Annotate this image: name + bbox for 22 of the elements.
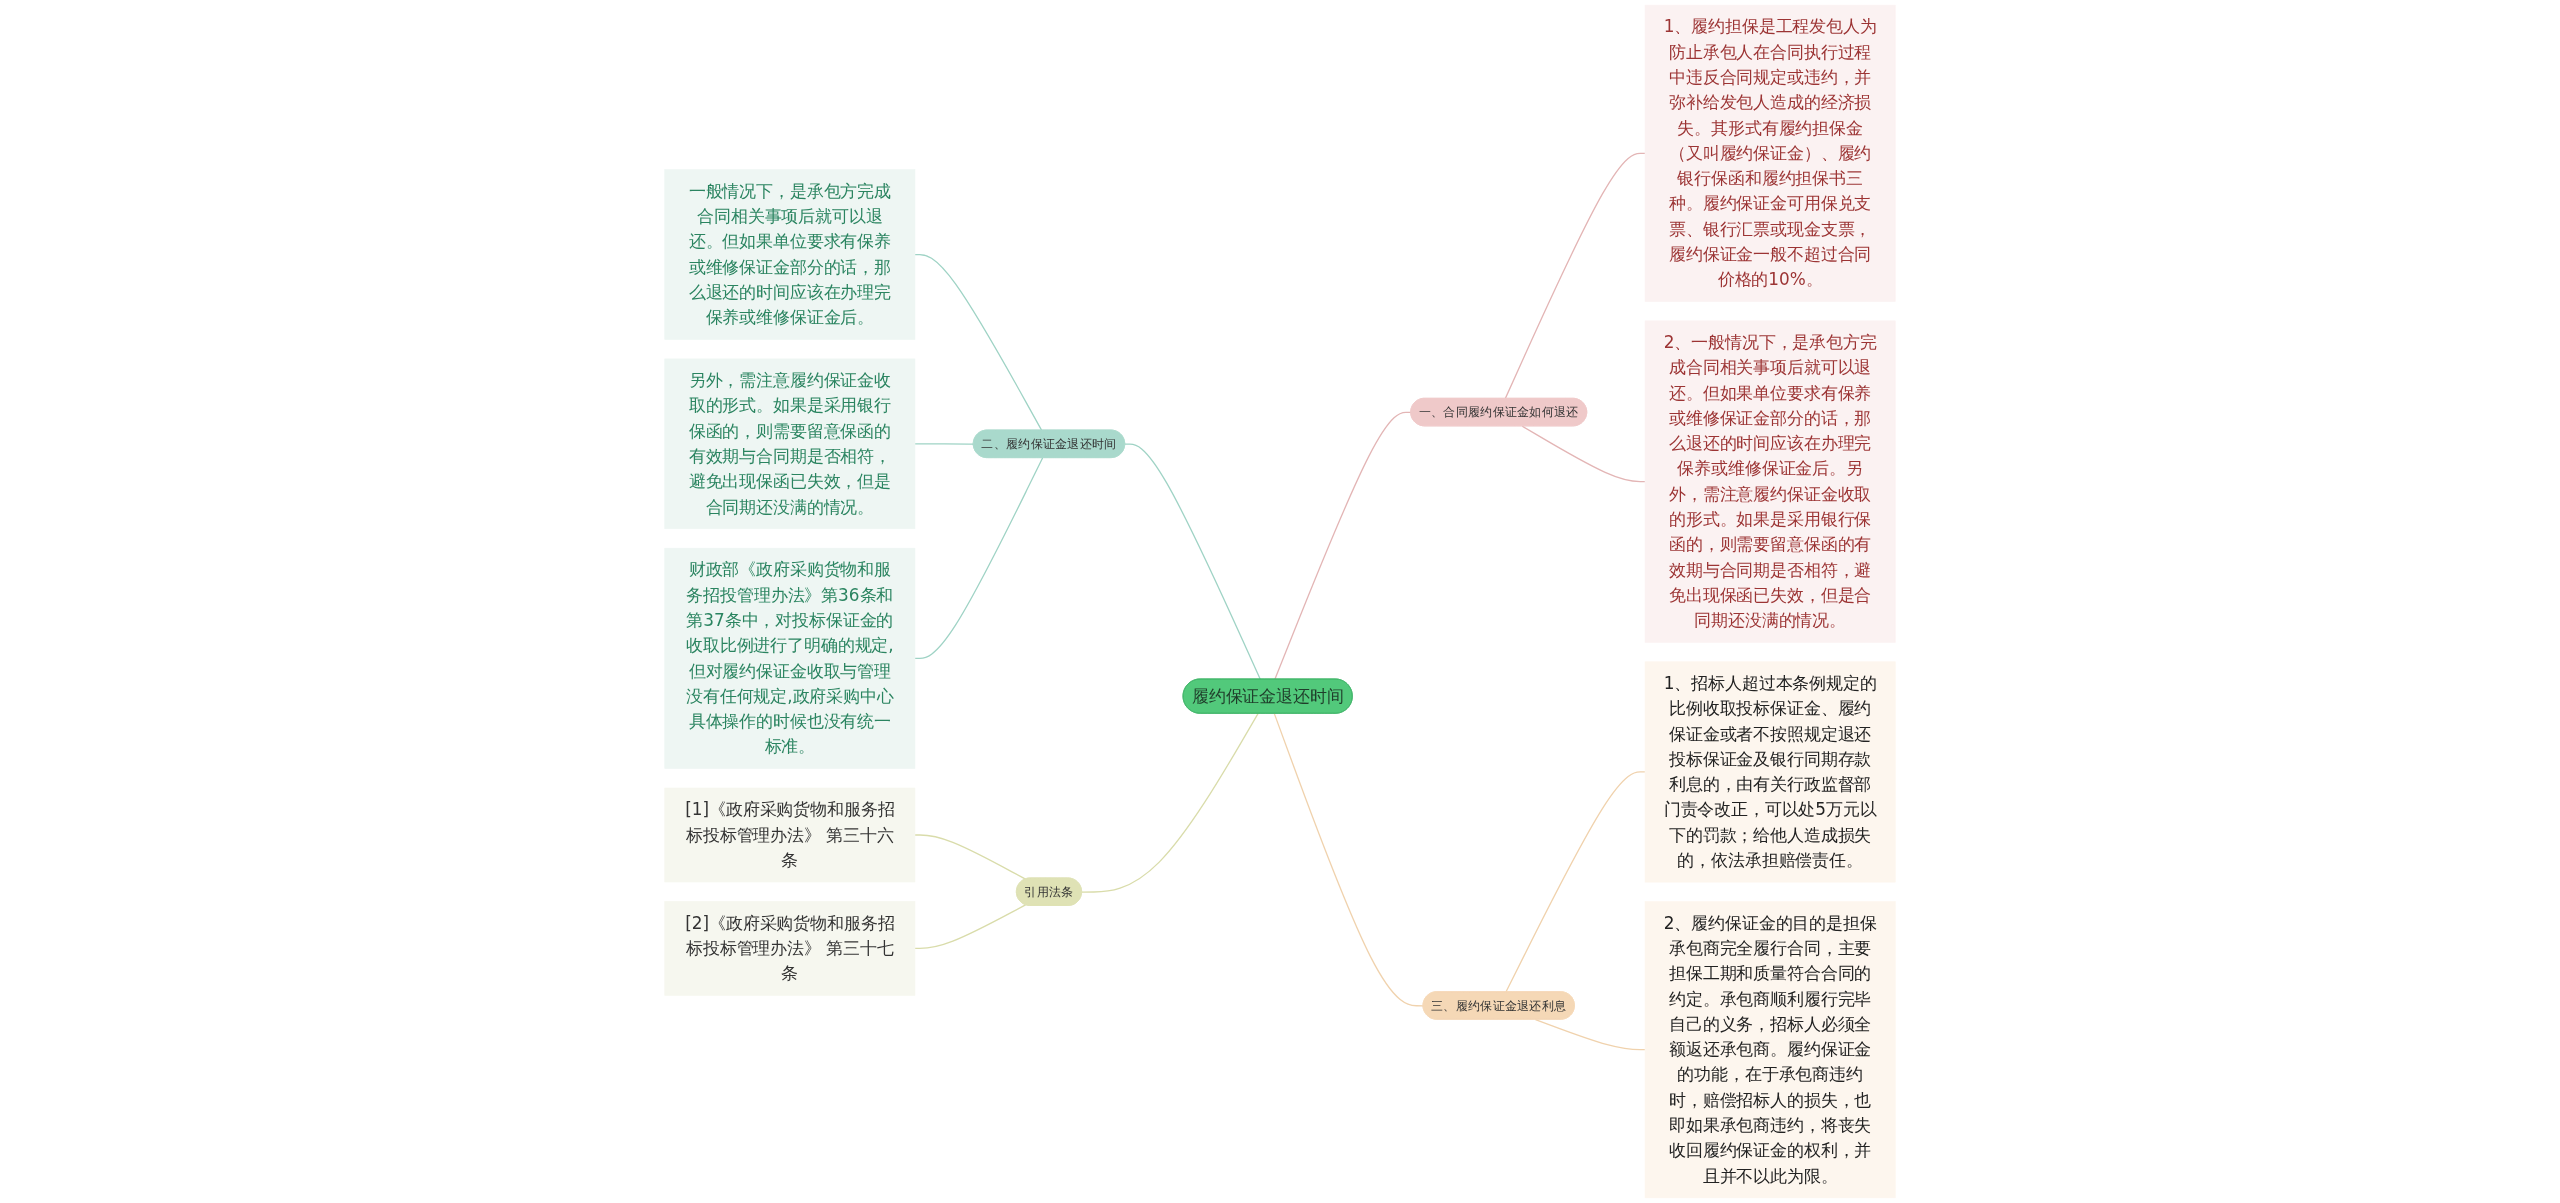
connector	[914, 443, 975, 445]
connector	[914, 253, 1043, 432]
node-box: 2、履约保证金的目的是担保承包商完全履行合同，主要担保工期和质量符合合同的约定。承包商顺利履行完毕自己的义务，招标人必须全额返还承包商。履约保证金的功能，在于承包商违约时，赔偿招标人的损失，也即如果承包商违约，将丧失收回履约保证金的权利，并且并不以此为限。	[1644, 901, 1896, 1199]
connector	[1504, 152, 1646, 400]
node-box: 一般情况下，是承包方完成合同相关事项后就可以退还。但如果单位要求有保养或维修保证金部分的话，那么退还的时间应该在办理完保养或维修保证金后。	[664, 169, 916, 340]
connector	[1505, 771, 1646, 993]
connector	[1081, 713, 1259, 893]
node-box: 1、履约担保是工程发包人为防止承包人在合同执行过程中违反合同规定或违约，并弥补给发包人造成的经济损失。其形式有履约担保金（又叫履约保证金）、履约银行保函和履约担保书三种。履约保证金可用保兑支票、银行汇票或现金支票，履约保证金一般不超过合同价格的10%。	[1644, 4, 1896, 302]
node-box: [1]《政府采购货物和服务招标投标管理办法》 第三十六条	[664, 787, 916, 883]
node-box: 1、招标人超过本条例规定的比例收取投标保证金、履约保证金或者不按照规定退还投标保证金及银行同期存款利息的，由有关行政监督部门责令改正，可以处5万元以下的罚款；给他人造成损失的，依法承担赔偿责任。	[1644, 661, 1896, 883]
node-box: [2]《政府采购货物和服务招标投标管理办法》 第三十七条	[664, 901, 916, 996]
connector	[914, 457, 1044, 660]
connector	[1124, 443, 1261, 680]
node-box: 另外，需注意履约保证金收取的形式。如果是采用银行保函的，则需要留意保函的有效期与合同期是否相符，避免出现保函已失效，但是合同期还没满的情况。	[664, 358, 916, 530]
connector	[1273, 713, 1424, 1007]
connector	[1534, 1018, 1646, 1051]
connector	[1274, 411, 1412, 680]
connector	[914, 834, 1027, 880]
node-box: 财政部《政府采购货物和服务招投管理办法》第36条和第37条中，对投标保证金的收取比例进行了明确的规定,但对履约保证金收取与管理没有任何规定,政府采购中心具体操作的时候也没有统一标准。	[664, 547, 916, 769]
connector	[914, 904, 1027, 950]
node-box: 2、一般情况下，是承包方完成合同相关事项后就可以退还。但如果单位要求有保养或维修保证金部分的话，那么退还的时间应该在办理完保养或维修保证金后。另外，需注意履约保证金收取的形式。如果是采用银行保函的，则需要留意保函的有效期与合同期是否相符，避免出现保函已失效，但是合同期还没满的情况。	[1644, 320, 1896, 643]
connector	[1521, 425, 1646, 483]
